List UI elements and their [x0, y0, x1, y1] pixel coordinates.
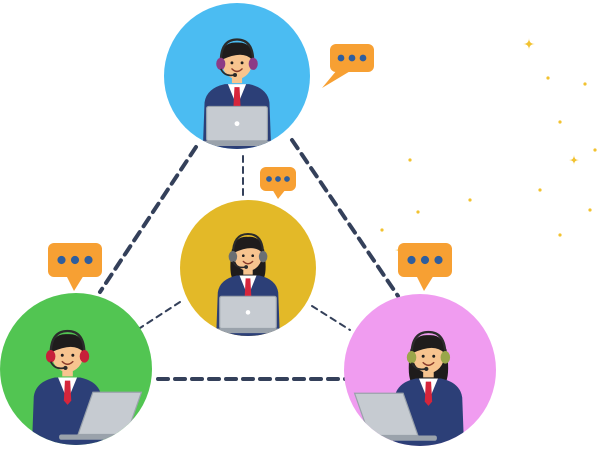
agent-smile [231, 68, 243, 73]
sparkle-dot [416, 210, 420, 214]
headset-earpiece [440, 351, 451, 364]
agent-hair [412, 335, 445, 354]
agent-smile [61, 360, 74, 365]
typing-dot [420, 255, 430, 265]
sparkle-dot [546, 76, 550, 80]
headset-icon [410, 330, 447, 356]
agent-tie [424, 381, 433, 406]
sparkle-group [380, 38, 597, 255]
agent-left [0, 293, 152, 445]
connector-line-6 [311, 305, 351, 331]
sparkle-dot [558, 233, 562, 237]
headset-earpiece [406, 351, 417, 364]
sparkle-dot [588, 208, 592, 212]
agent-figure [353, 330, 465, 446]
headset-icon [231, 232, 265, 255]
connector-line-1 [98, 145, 198, 294]
agent-hair [51, 334, 84, 353]
headset-mic [220, 68, 235, 77]
headset-mic-tip [424, 366, 429, 372]
chat-bubble-icon [398, 243, 452, 291]
typing-dot [57, 255, 66, 265]
headset-mic-tip [232, 72, 238, 78]
chat-bubbles [48, 44, 452, 291]
chat-bubble-icon [48, 243, 102, 291]
agent-smile [242, 260, 254, 265]
typing-dot [70, 255, 80, 265]
agent-eye [60, 353, 64, 357]
agent-eye [421, 354, 425, 358]
headset-earpiece [79, 350, 90, 363]
laptop-icon [200, 105, 274, 146]
headset-mic-tip [63, 365, 68, 371]
headset-mic [49, 361, 65, 370]
agent-figure [214, 232, 282, 336]
sparkle-dot [468, 198, 472, 202]
agent-eye [230, 61, 234, 65]
agent-nodes [0, 3, 496, 446]
connector-line-2 [290, 138, 400, 298]
agent-eye [251, 254, 255, 258]
typing-dot [337, 54, 345, 62]
agent-hair [233, 236, 263, 253]
agent-figure [200, 38, 274, 149]
sparkle-dot [558, 120, 562, 124]
agent-eye [71, 353, 75, 357]
headset-mic [410, 362, 426, 371]
sparkle-dot [538, 188, 542, 192]
laptop-icon [214, 295, 282, 334]
connector-line-5 [139, 301, 181, 329]
chat-bubble-icon [322, 44, 374, 88]
headset-mic-tip [244, 265, 248, 269]
agent-figure [31, 329, 143, 445]
typing-dot [284, 176, 290, 182]
typing-dot [266, 176, 272, 182]
agent-eye [240, 61, 244, 65]
headset-earpiece [228, 250, 238, 263]
typing-dot [359, 54, 367, 62]
chat-bubble-icon [260, 167, 296, 199]
typing-dot [434, 255, 443, 265]
headset-earpiece [258, 250, 268, 263]
agent-top [164, 3, 310, 149]
headset-earpiece [45, 350, 56, 363]
agent-hair [221, 42, 253, 60]
sparkle-dot [593, 148, 597, 152]
agent-eye [432, 354, 436, 358]
headset-icon [219, 38, 255, 62]
headset-earpiece [216, 57, 226, 70]
agent-tie [63, 380, 72, 405]
agent-tie [244, 278, 252, 301]
agent-tie [233, 87, 241, 111]
laptop-icon [59, 391, 143, 440]
agent-center [180, 200, 316, 336]
agent-eye [241, 254, 245, 258]
typing-dot [84, 255, 93, 265]
sparkle-dot [583, 82, 587, 86]
sparkle-icon [523, 38, 535, 50]
sparkle-dot [380, 228, 384, 232]
headset-mic [232, 261, 246, 269]
headset-icon [49, 329, 86, 355]
agent-smile [422, 361, 435, 366]
typing-dot [275, 176, 281, 182]
connector-lines [98, 138, 400, 381]
sparkle-dot [408, 158, 412, 162]
headset-earpiece [248, 57, 258, 70]
typing-dot [348, 54, 356, 62]
typing-dot [407, 255, 416, 265]
agent-right [344, 294, 496, 446]
sparkle-icon [569, 155, 579, 165]
